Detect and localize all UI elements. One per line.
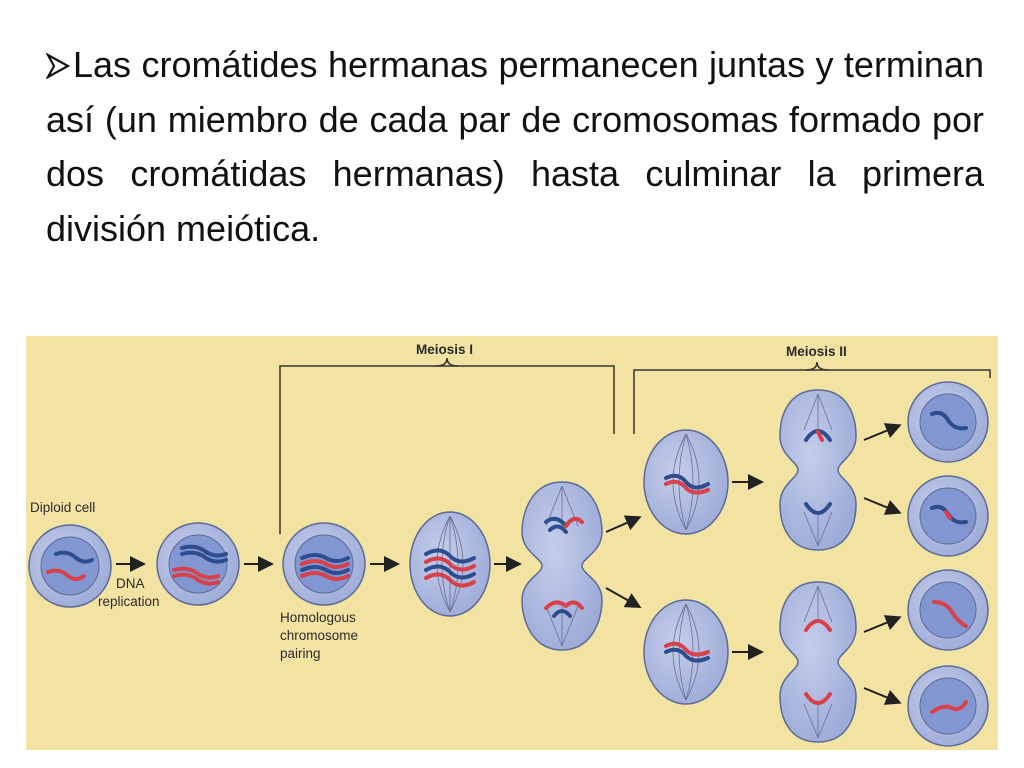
diploid-cell-label: Diploid cell — [30, 500, 95, 515]
meiosis-2-label: Meiosis II — [786, 344, 847, 359]
paragraph-text: Las cromátides hermanas permanecen junta… — [46, 44, 984, 249]
arrow-7a — [863, 423, 902, 441]
anaphase-1-cell — [521, 481, 603, 651]
anaphase-2-lower-cell — [779, 581, 857, 743]
metaphase-2-lower-cell — [643, 599, 729, 705]
arrow-7d — [863, 687, 902, 705]
homologous-label-2: chromosome — [280, 628, 358, 643]
haploid-cell-2 — [907, 475, 989, 557]
arrow-7c — [863, 615, 902, 633]
homologous-label-3: pairing — [280, 646, 321, 661]
homologous-label-1: Homologous — [280, 610, 356, 625]
anaphase-2-upper-cell — [779, 389, 857, 551]
homologous-pairing-cell — [282, 522, 366, 606]
arrow-5a — [605, 515, 642, 533]
dna-replication-label-1: DNA — [116, 576, 145, 591]
arrow-7b — [863, 497, 902, 515]
haploid-cell-4 — [907, 665, 989, 747]
haploid-cell-3 — [907, 569, 989, 651]
meiosis-diagram: Meiosis I Meiosis II Diploid cell DNA re… — [28, 342, 991, 747]
diploid-cell — [28, 524, 112, 608]
haploid-cell-1 — [907, 381, 989, 463]
replicated-cell — [156, 522, 240, 606]
meiosis-1-label: Meiosis I — [416, 342, 473, 357]
dna-replication-label-2: replication — [98, 594, 160, 609]
meiosis-figure: Meiosis I Meiosis II Diploid cell DNA re… — [26, 336, 998, 750]
slide-paragraph: Las cromátides hermanas permanecen junta… — [46, 38, 984, 256]
metaphase-2-upper-cell — [643, 429, 729, 535]
arrowhead-bullet-icon — [46, 53, 70, 79]
metaphase-1-cell — [409, 511, 491, 617]
meiosis-2-bracket: Meiosis II — [633, 344, 991, 434]
meiosis-1-bracket: Meiosis I — [279, 342, 615, 534]
arrow-5b — [605, 587, 642, 608]
